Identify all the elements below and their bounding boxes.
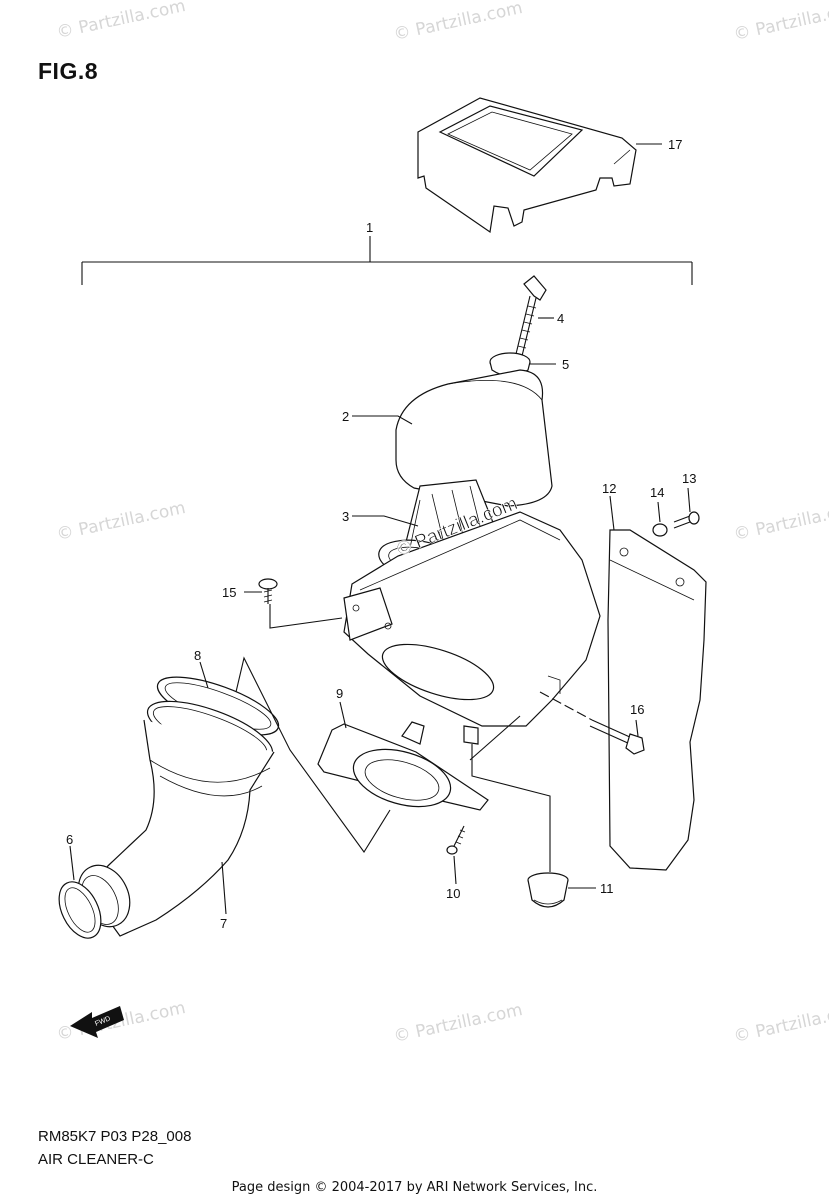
watermark: © Partzilla.com xyxy=(55,998,187,1045)
callout-7[interactable]: 7 xyxy=(220,916,227,931)
part-14-nut[interactable] xyxy=(652,523,668,537)
watermark: © Partzilla.com xyxy=(392,0,524,45)
callout-1[interactable]: 1 xyxy=(366,220,373,235)
watermark: © Partzilla.com xyxy=(732,1000,829,1047)
assembly-bracket xyxy=(81,236,693,285)
callout-13[interactable]: 13 xyxy=(682,471,696,486)
air-box[interactable] xyxy=(343,511,601,745)
watermark: © Partzilla.com xyxy=(55,498,187,545)
footer-credit: Page design © 2004-2017 by ARI Network S… xyxy=(231,1180,598,1195)
watermark: © Partzilla.com xyxy=(55,0,187,43)
fwd-arrow-icon: FWD xyxy=(70,1006,124,1038)
callout-17[interactable]: 17 xyxy=(668,137,682,152)
part-11-drain-cap[interactable] xyxy=(527,872,569,908)
callout-2[interactable]: 2 xyxy=(342,409,349,424)
part-13-bolt[interactable] xyxy=(673,511,700,529)
part-9-flange[interactable] xyxy=(317,721,489,817)
part-12-plate[interactable] xyxy=(607,529,707,871)
part-2-filter-element[interactable] xyxy=(395,369,553,507)
diagram-code: RM85K7 P03 P28_008 xyxy=(38,1128,192,1145)
watermark: © Partzilla.com xyxy=(732,498,829,545)
callout-8[interactable]: 8 xyxy=(194,648,201,663)
part-10-screw[interactable] xyxy=(446,825,466,855)
callout-6[interactable]: 6 xyxy=(66,832,73,847)
callout-16[interactable]: 16 xyxy=(630,702,644,717)
callout-4[interactable]: 4 xyxy=(557,311,564,326)
callout-9[interactable]: 9 xyxy=(336,686,343,701)
callouts: 1 2 3 4 5 6 7 8 9 10 11 12 13 14 15 16 1… xyxy=(66,137,696,931)
leader-lines xyxy=(69,143,691,915)
callout-14[interactable]: 14 xyxy=(650,485,664,500)
watermark: © Partzilla.com xyxy=(392,1000,524,1047)
part-15-screw[interactable] xyxy=(258,578,278,604)
part-7-intake-boot[interactable] xyxy=(68,689,279,937)
callout-15[interactable]: 15 xyxy=(222,585,236,600)
part-6-clamp[interactable] xyxy=(51,875,110,945)
part-17-cover[interactable] xyxy=(417,97,637,234)
figure-label: FIG.8 xyxy=(38,58,99,84)
callout-12[interactable]: 12 xyxy=(602,481,616,496)
callout-3[interactable]: 3 xyxy=(342,509,349,524)
callout-11[interactable]: 11 xyxy=(600,881,614,896)
section-title: AIR CLEANER-C xyxy=(38,1151,154,1168)
part-16-bolt[interactable] xyxy=(589,719,645,755)
callout-5[interactable]: 5 xyxy=(562,357,569,372)
part-4-wing-bolt[interactable] xyxy=(515,275,547,357)
callout-10[interactable]: 10 xyxy=(446,886,460,901)
watermark: © Partzilla.com xyxy=(732,0,829,45)
